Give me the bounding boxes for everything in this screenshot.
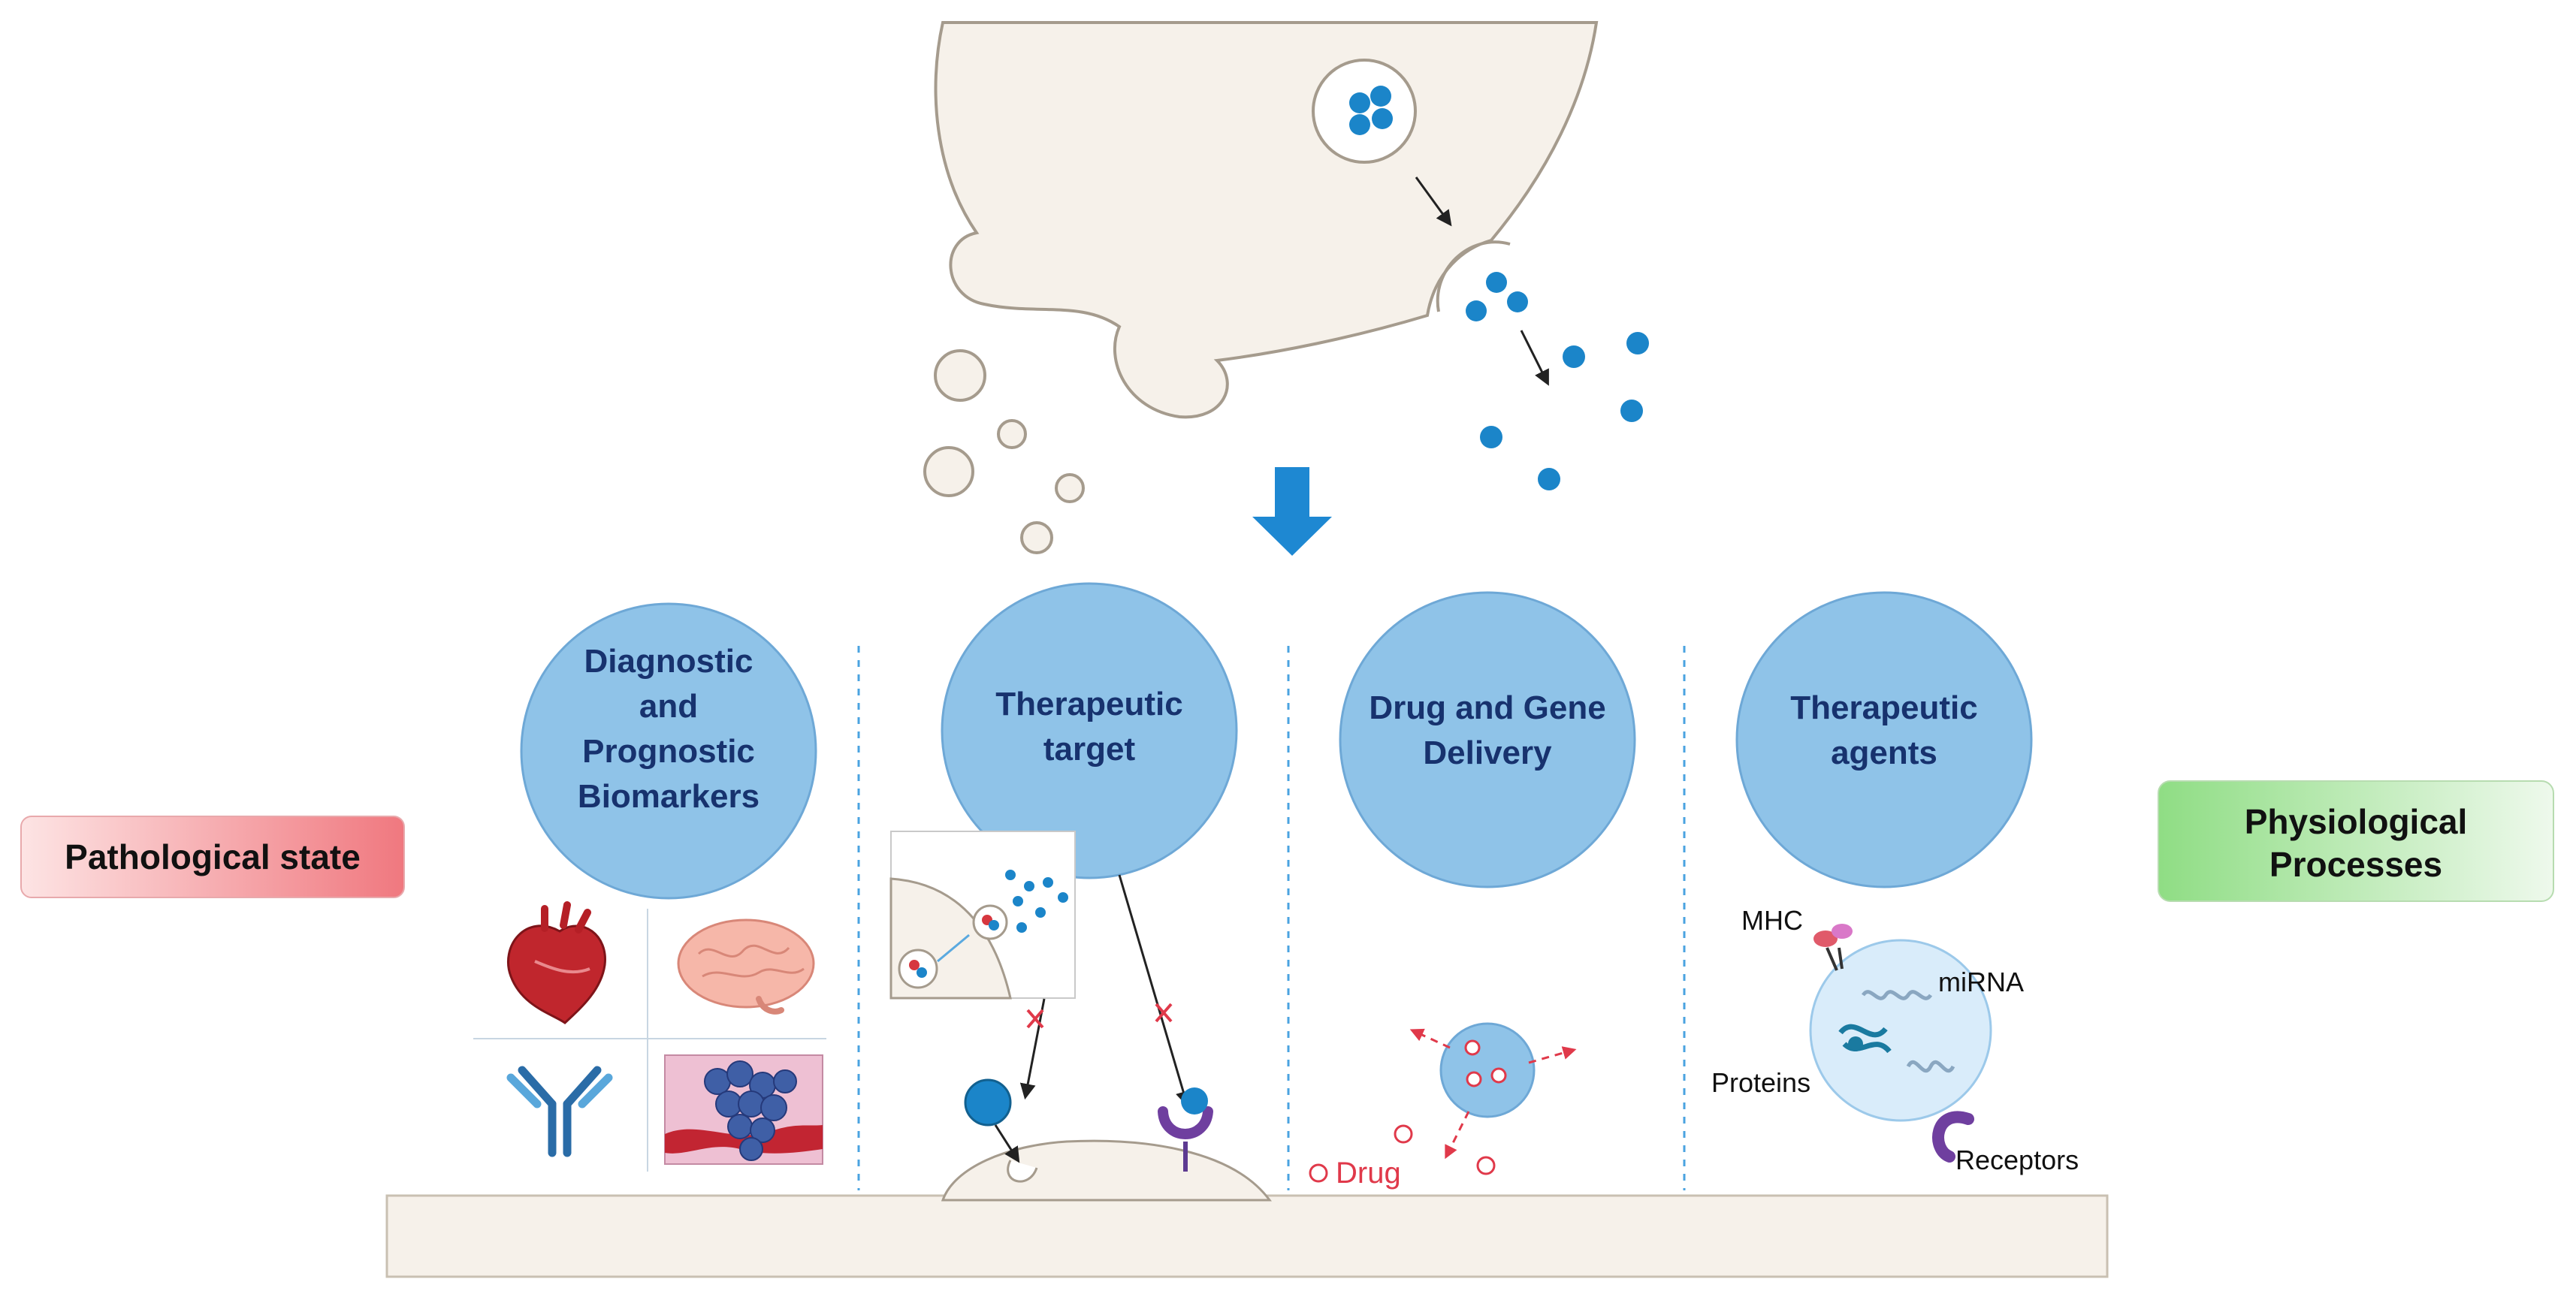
processes-text: Processes [2269, 845, 2442, 884]
delivery-line-1: Drug and Gene [1369, 689, 1605, 726]
receptors-label: Receptors [1955, 1145, 2079, 1175]
dividers [857, 646, 1686, 1190]
pathological-state-label: Pathological state [20, 816, 405, 898]
mirna-label: miRNA [1938, 967, 2024, 997]
drug-label: Drug [1336, 1157, 1401, 1190]
pathological-state-text: Pathological state [65, 837, 361, 876]
circle-biomarkers: Diagnostic and Prognostic Biomarkers [520, 602, 817, 900]
release-arrow [1520, 330, 1549, 386]
delivery-line-2: Delivery [1423, 734, 1552, 771]
receptor-icon [1158, 1087, 1213, 1172]
brain-icon [677, 918, 815, 1015]
physiological-processes-label: Physiological Processes [2158, 780, 2554, 902]
recipient-cell [941, 1139, 1272, 1202]
parent-cell [934, 21, 1599, 419]
therapeutic-target-line-1: Therapeutic [995, 686, 1182, 722]
biomarkers-line-4: Biomarkers [578, 778, 760, 815]
mhc-label: MHC [1741, 905, 1803, 936]
surface-receptor [1932, 1111, 1974, 1163]
proteins-label: Proteins [1711, 1067, 1810, 1098]
ligand-binding [964, 1078, 1020, 1163]
circle-therapeutic-agents: Therapeutic agents [1735, 591, 2033, 888]
receptor-pocket [1007, 1160, 1038, 1183]
antibody-icon [506, 1066, 613, 1157]
physiological-text: Physiological [2245, 802, 2468, 841]
target-blocked-arrows [1019, 874, 1191, 1108]
biomarker-grid [473, 909, 826, 1172]
agents-line-1: Therapeutic [1790, 689, 1977, 726]
agents-line-2: agents [1831, 734, 1937, 771]
tissue-icon [664, 1054, 823, 1165]
biomarkers-line-1: Diagnostic [584, 643, 753, 680]
microvesicles [923, 349, 1085, 554]
target-inset [889, 831, 1076, 1000]
therapeutic-target-line-2: target [1043, 731, 1136, 768]
down-arrow [1252, 467, 1332, 556]
exosome-icon [1809, 939, 1992, 1122]
circle-therapeutic-target: Therapeutic target [941, 582, 1238, 879]
circle-drug-gene-delivery: Drug and Gene Delivery [1339, 591, 1636, 888]
multivesicular-body [1312, 59, 1417, 164]
ground-membrane [385, 1194, 2109, 1278]
mhc-molecule [1813, 924, 1853, 971]
heart-icon [506, 901, 606, 1024]
biomarkers-line-2: and [639, 688, 698, 725]
drug-loaded-exosome: Drug [1309, 1022, 1577, 1190]
secretion-arrow [1415, 176, 1452, 227]
released-exosomes [1466, 272, 1649, 490]
biomarkers-line-3: Prognostic [582, 733, 755, 770]
